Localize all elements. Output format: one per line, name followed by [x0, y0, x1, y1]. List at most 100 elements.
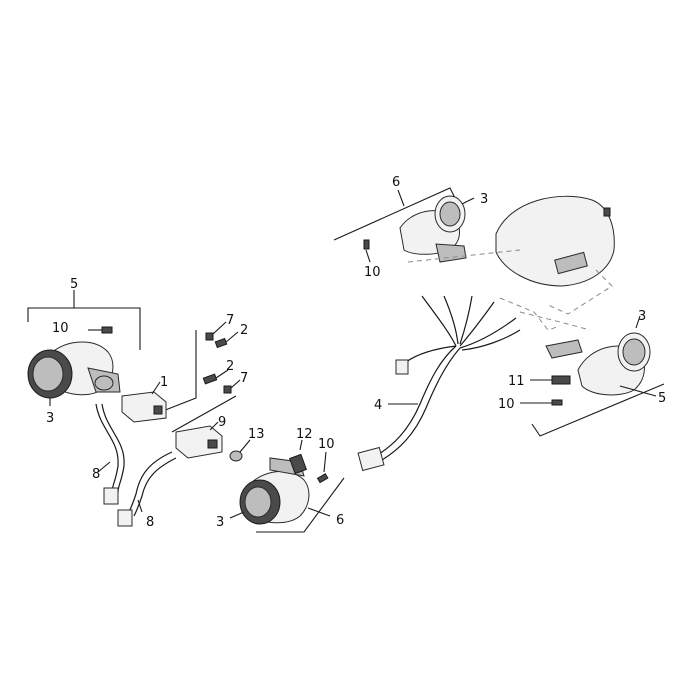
branch-up-mid [443, 295, 459, 345]
callout-10-right: 10 [498, 397, 515, 412]
callout-13: 13 [248, 427, 265, 442]
left-lamp-mount [94, 375, 114, 391]
right-lamp-bracket [545, 339, 583, 359]
leader-2b [215, 369, 229, 379]
screw-10-top [363, 239, 370, 250]
relay-1-terminal [153, 405, 163, 415]
leader-3-center [229, 511, 245, 519]
bolt-11 [551, 375, 571, 385]
leader-10-top [365, 249, 371, 263]
leader-7b [230, 379, 241, 389]
callout-4: 4 [374, 398, 382, 413]
harness-main-connector [357, 446, 385, 472]
center-turn-signal-assembly [229, 439, 345, 533]
dashed-route-right [545, 269, 613, 315]
relay-9-terminal [207, 439, 218, 449]
branch-left-connector [395, 359, 409, 375]
callout-7a: 7 [226, 313, 234, 328]
callout-5-left: 5 [70, 277, 78, 292]
top-lamp-stem [435, 243, 467, 263]
callout-8b: 8 [146, 515, 154, 530]
callout-2a: 2 [240, 323, 248, 338]
nacelle-tab [603, 207, 611, 217]
callout-11: 11 [508, 374, 525, 389]
leader-10-center [323, 451, 327, 473]
center-lens [244, 486, 272, 518]
nut-7b [223, 385, 232, 394]
bracket-5-left [27, 307, 141, 350]
harness-trunk [375, 345, 457, 457]
top-lens [439, 201, 461, 227]
callout-1: 1 [160, 375, 168, 390]
callout-3-topright: 3 [480, 192, 488, 207]
callout-6-top: 6 [392, 175, 400, 190]
dashed-route-top [407, 249, 521, 263]
bolt-12 [288, 453, 308, 475]
relay-9 [175, 425, 223, 459]
dashed-route-mid [499, 297, 561, 331]
left-lens [32, 356, 64, 392]
main-harness-4 [357, 295, 521, 472]
bracket-6-bottom [256, 477, 345, 533]
connector-8b [117, 509, 133, 527]
left-harness-wires-8 [95, 403, 177, 527]
callout-9: 9 [218, 415, 226, 430]
callout-2b: 2 [226, 359, 234, 374]
right-turn-signal-assembly [520, 315, 665, 437]
callout-7b: 7 [240, 371, 248, 386]
relay-9-group [171, 395, 237, 459]
bracket-5-right [531, 383, 665, 437]
leader-6-top [397, 189, 405, 207]
callout-10-left: 10 [52, 321, 69, 336]
wire-8b-second [133, 457, 177, 517]
branch-right [459, 317, 517, 349]
screw-10-center [316, 473, 329, 484]
leader-8b [137, 499, 143, 513]
leader-3-topright [461, 197, 475, 205]
leader-9 [209, 421, 219, 431]
branch-up-right [459, 301, 495, 347]
callout-6-bottom: 6 [336, 513, 344, 528]
harness-trunk-second [381, 347, 461, 461]
callout-8a: 8 [92, 467, 100, 482]
callout-3-left: 3 [46, 411, 54, 426]
relay-1-group [121, 321, 241, 423]
grommet-13 [229, 450, 243, 462]
leader-13 [239, 439, 251, 453]
branch-right2 [461, 329, 521, 351]
callout-10-center: 10 [318, 437, 335, 452]
left-screw-10 [101, 326, 113, 334]
connector-8a [103, 487, 119, 505]
branch-up-mid2 [459, 295, 473, 345]
callout-12: 12 [296, 427, 313, 442]
leader-7a [212, 321, 227, 335]
callout-3-center: 3 [216, 515, 224, 530]
top-turn-signal-assembly [333, 187, 475, 263]
nut-7a [205, 332, 214, 341]
nacelle-body [495, 195, 615, 287]
bolt-2a [214, 337, 228, 349]
leader-5-right [619, 385, 657, 397]
callout-10-top: 10 [364, 265, 381, 280]
branch-up-left [421, 295, 457, 347]
leader-12 [299, 439, 303, 451]
leader-6-bottom [307, 507, 331, 517]
callout-3-right: 3 [638, 309, 646, 324]
left-turn-signal-assembly [27, 290, 141, 406]
callout-5-right: 5 [658, 391, 666, 406]
dashed-route-lower [519, 311, 591, 331]
leader-1 [151, 381, 161, 395]
wire-8a [95, 403, 119, 493]
wire-8b [127, 451, 173, 515]
screw-10-right [551, 399, 563, 406]
bracket-6-top [333, 187, 457, 241]
leader-8a [97, 461, 111, 473]
branch-left [405, 345, 457, 363]
bolt-2b [202, 373, 218, 385]
right-lens [622, 338, 646, 366]
nacelle-switch-housing [554, 251, 588, 275]
bracket-relay-9 [171, 395, 237, 433]
wire-8a-second [101, 403, 125, 493]
